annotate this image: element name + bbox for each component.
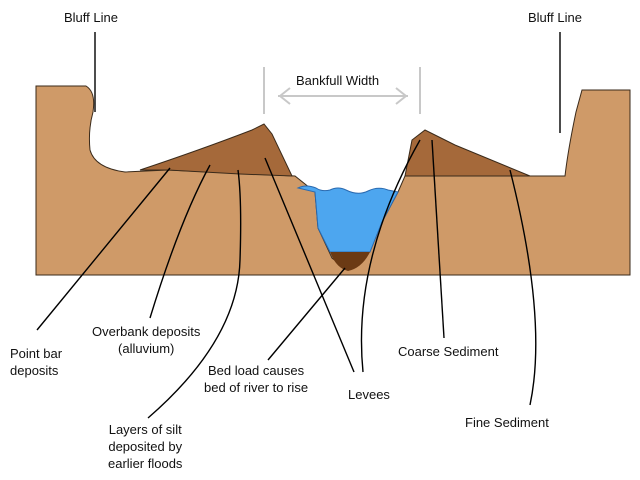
leader-silt	[147, 169, 242, 419]
leader-overbank	[149, 164, 211, 319]
left-levee-deposit	[139, 123, 293, 177]
label-overbank-deposits: Overbank deposits (alluvium)	[92, 323, 200, 357]
leader-fine	[509, 169, 537, 406]
label-bed-load: Bed load causes bed of river to rise	[204, 362, 308, 396]
label-point-bar-line2: deposits	[10, 363, 59, 378]
label-bedload-line2: bed of river to rise	[204, 380, 309, 395]
label-silt-line3: earlier floods	[108, 456, 183, 471]
leader-point-bar	[36, 167, 171, 331]
label-coarse-sediment: Coarse Sediment	[398, 344, 499, 359]
label-point-bar-line1: Point bar	[10, 346, 63, 361]
bed-load	[330, 252, 370, 271]
label-layers-of-silt: Layers of silt deposited by earlier floo…	[108, 421, 182, 472]
river-water	[296, 185, 399, 253]
label-overbank-line2: (alluvium)	[118, 341, 175, 356]
label-bluff-line-left: Bluff Line	[64, 10, 118, 25]
leader-levee-right	[360, 139, 421, 373]
label-bluff-line-right: Bluff Line	[528, 10, 582, 25]
leader-bedload	[267, 267, 346, 361]
label-silt-line2: deposited by	[108, 439, 183, 454]
label-levees: Levees	[348, 387, 390, 402]
label-bankfull-width: Bankfull Width	[296, 73, 380, 88]
label-silt-line1: Layers of silt	[108, 422, 182, 437]
right-levee-deposit	[404, 129, 531, 177]
label-fine-sediment: Fine Sediment	[465, 415, 549, 430]
valley-ground	[35, 85, 631, 276]
leader-coarse	[431, 139, 445, 339]
bankfull-width-arrow	[263, 67, 421, 114]
label-point-bar-deposits: Point bar deposits	[10, 345, 62, 379]
label-bedload-line1: Bed load causes	[207, 363, 305, 378]
leader-levee-left	[264, 157, 355, 373]
label-overbank-line1: Overbank deposits	[92, 324, 201, 339]
leader-lines	[36, 32, 561, 419]
